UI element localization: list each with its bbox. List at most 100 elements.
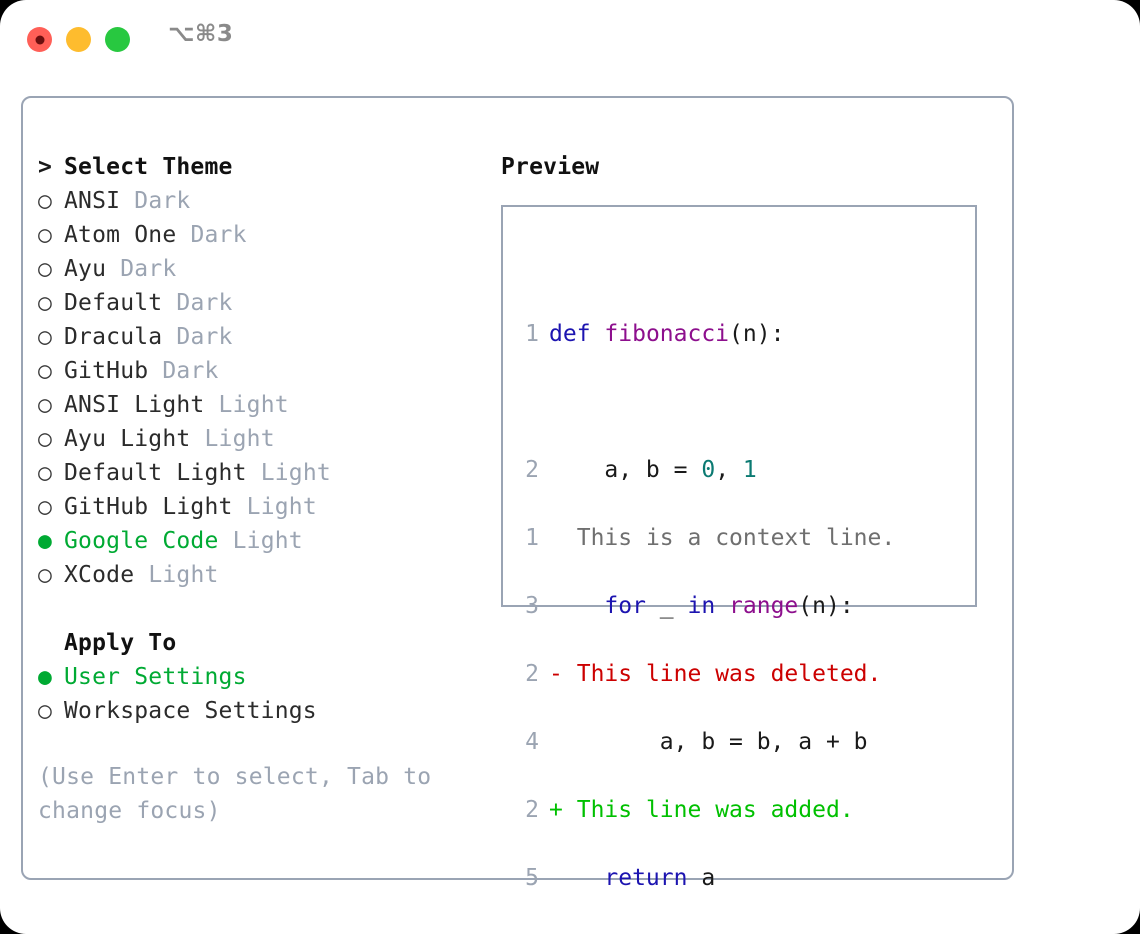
diff-sample: 1 This is a context line. 2- This line w… <box>515 453 895 895</box>
code-token: in <box>687 593 716 619</box>
theme-variant-tag: Dark <box>176 324 233 350</box>
code-token: range <box>729 593 799 619</box>
theme-option-ayu-dark[interactable]: ○ Ayu Dark <box>38 252 508 286</box>
radio-unselected-icon: ○ <box>38 426 53 452</box>
line-number: 5 <box>525 865 539 891</box>
theme-variant-tag: Light <box>260 460 331 486</box>
theme-variant-tag: Light <box>204 426 275 452</box>
theme-name-label: Ayu Light <box>64 426 191 452</box>
diff-line-context: 1 This is a context line. <box>515 521 895 555</box>
line-number: 4 <box>525 729 539 755</box>
code-token: fibonacci <box>604 321 730 347</box>
code-token: 0 <box>701 457 716 483</box>
diff-text: This line was added. <box>576 797 854 823</box>
section-spacer <box>38 592 508 626</box>
theme-option-dracula-dark[interactable]: ○Dracula Dark <box>38 320 508 354</box>
theme-variant-tag: Dark <box>120 256 177 282</box>
line-number: 3 <box>525 593 539 619</box>
radio-selected-icon: ● <box>38 528 53 554</box>
radio-unselected-icon: ○ <box>38 698 53 724</box>
minimize-window-button[interactable] <box>66 27 91 52</box>
code-token: a, b = b, a + b <box>549 729 868 755</box>
apply-to-option-user-settings[interactable]: ●User Settings <box>38 660 508 694</box>
diff-sign: - <box>549 661 563 687</box>
code-token: (n): <box>798 593 854 619</box>
theme-variant-tag: Light <box>232 528 303 554</box>
code-token: return <box>604 865 688 891</box>
theme-option-github-light[interactable]: ○GitHub Light Light <box>38 490 508 524</box>
radio-unselected-icon: ○ <box>38 222 53 248</box>
close-window-button[interactable] <box>27 27 52 52</box>
radio-unselected-icon: ○ <box>38 188 53 214</box>
code-token: _ <box>645 593 688 619</box>
theme-variant-tag: Dark <box>162 358 219 384</box>
theme-option-ansi-light[interactable]: ○ ANSI Light Light <box>38 388 508 422</box>
diff-text: This is a context line. <box>576 525 896 551</box>
theme-variant-tag: Dark <box>134 188 191 214</box>
code-line: 2 a, b = 0, 1 <box>515 453 868 487</box>
theme-name-label: XCode <box>64 562 135 588</box>
theme-name-label: Dracula <box>64 324 163 350</box>
code-token: a, b = <box>549 457 702 483</box>
theme-variant-tag: Light <box>148 562 219 588</box>
radio-unselected-icon: ○ <box>38 358 53 384</box>
radio-unselected-icon: ○ <box>38 460 53 486</box>
radio-unselected-icon: ○ <box>38 256 53 282</box>
diff-text: This line was deleted. <box>576 661 882 687</box>
title-bar: ⌥⌘3 <box>0 0 1140 78</box>
theme-name-label: GitHub Light <box>64 494 233 520</box>
theme-name-label: ANSI Light <box>64 392 205 418</box>
theme-option-default-light[interactable]: ○ Default Light Light <box>38 456 508 490</box>
theme-name-label: Default Light <box>64 460 247 486</box>
theme-option-google-code-light[interactable]: ● Google Code Light <box>38 524 508 558</box>
theme-variant-tag: Dark <box>190 222 247 248</box>
keyboard-shortcut-label: ⌥⌘3 <box>168 21 234 47</box>
apply-to-option-label: Workspace Settings <box>64 698 317 724</box>
theme-name-label: Ayu <box>64 256 107 282</box>
code-line: 5 return a <box>515 861 868 895</box>
theme-list-header-label: Select Theme <box>64 154 233 180</box>
radio-unselected-icon: ○ <box>38 494 53 520</box>
theme-option-default-dark[interactable]: ○ Default Dark <box>38 286 508 320</box>
theme-name-label: Atom One <box>64 222 177 248</box>
radio-unselected-icon: ○ <box>38 290 53 316</box>
code-token: 1 <box>742 457 757 483</box>
code-line: 1 def fibonacci(n): <box>515 317 868 351</box>
theme-variant-tag: Dark <box>176 290 233 316</box>
keyboard-hint-text: (Use Enter to select, Tab to change focu… <box>38 764 432 824</box>
theme-option-ansi-dark[interactable]: ○ ANSI Dark <box>38 184 508 218</box>
line-number: 1 <box>525 525 539 551</box>
theme-option-xcode-light[interactable]: ○XCode Light <box>38 558 508 592</box>
apply-to-header-label: Apply To <box>64 630 177 656</box>
theme-variant-tag: Light <box>218 392 289 418</box>
line-number: 1 <box>525 321 539 347</box>
code-token: , <box>715 457 743 483</box>
apply-to-header: Apply To <box>38 626 508 660</box>
code-token: def <box>549 321 591 347</box>
diff-line-added: 2+ This line was added. <box>515 793 895 827</box>
line-number: 2 <box>525 661 539 687</box>
apply-to-option-workspace-settings[interactable]: ○ Workspace Settings <box>38 694 508 728</box>
theme-name-label: ANSI <box>64 188 121 214</box>
radio-selected-icon: ● <box>38 664 53 690</box>
code-line: 3 for _ in range(n): <box>515 589 868 623</box>
diff-sign <box>549 525 563 551</box>
code-token: (n): <box>729 321 785 347</box>
diff-line-deleted: 2- This line was deleted. <box>515 657 895 691</box>
theme-name-label: GitHub <box>64 358 149 384</box>
preview-title: Preview <box>501 154 600 180</box>
theme-option-atom-one-dark[interactable]: ○ Atom One Dark <box>38 218 508 252</box>
theme-selector-column: >Select Theme ○ANSI Dark ○Atom One Dark … <box>38 150 508 728</box>
line-number: 2 <box>525 457 539 483</box>
radio-unselected-icon: ○ <box>38 392 53 418</box>
theme-option-github-dark[interactable]: ○ GitHub Dark <box>38 354 508 388</box>
code-token: a <box>687 865 716 891</box>
maximize-window-button[interactable] <box>105 27 130 52</box>
traffic-light-group <box>27 27 130 52</box>
theme-option-ayu-light[interactable]: ○ Ayu Light Light <box>38 422 508 456</box>
code-token: for <box>604 593 646 619</box>
theme-name-label: Google Code <box>64 528 219 554</box>
theme-name-label: Default <box>64 290 163 316</box>
